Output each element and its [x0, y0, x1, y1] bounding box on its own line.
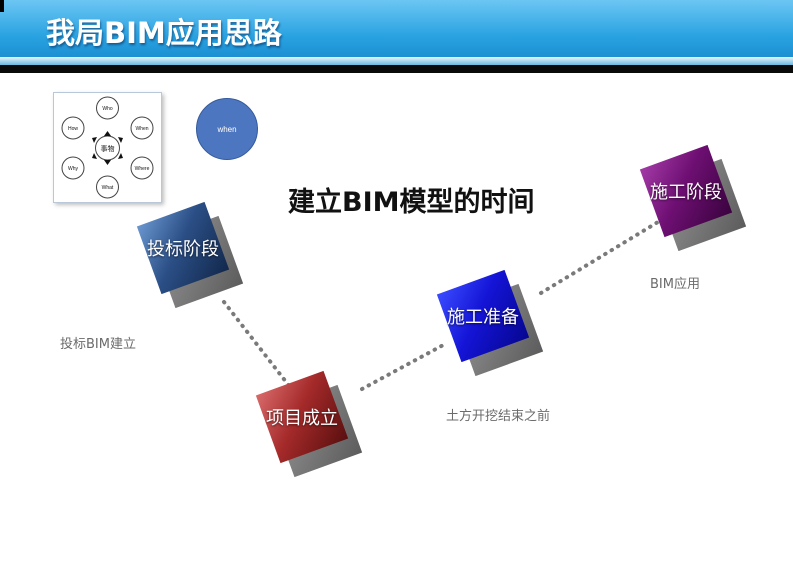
connector-1 — [222, 300, 292, 389]
corner-mark — [0, 0, 4, 12]
thumb-center: 事物 — [101, 144, 115, 153]
connector-3 — [539, 220, 660, 295]
main-heading: 建立BIM模型的时间 — [288, 187, 535, 218]
header-divider — [0, 65, 793, 73]
when-label: when — [217, 124, 237, 134]
stage-construction: 施工阶段 — [639, 144, 750, 255]
thumb-item: When — [135, 126, 148, 132]
note-bidding: 投标BIM建立 — [60, 337, 136, 352]
thumb-item: Who — [102, 106, 113, 112]
stage-label: 施工准备 — [447, 307, 519, 328]
stage-construction-prep: 施工准备 — [436, 269, 547, 380]
page-title: 我局BIM应用思路 — [46, 16, 282, 50]
thumb-item: Why — [68, 166, 79, 172]
connector-2 — [360, 341, 449, 391]
stage-project-start: 项目成立 — [255, 370, 366, 481]
stage-bidding: 投标阶段 — [136, 201, 247, 312]
5w1h-thumbnail: 事物 Who When Where What Why How — [53, 92, 162, 203]
stage-label: 项目成立 — [266, 408, 338, 429]
header-highlight — [0, 57, 793, 65]
thumb-item: Where — [135, 166, 150, 172]
stage-label: 投标阶段 — [147, 239, 219, 260]
when-circle: when — [196, 98, 258, 160]
thumb-item: What — [102, 185, 114, 191]
note-construction: BIM应用 — [650, 277, 700, 292]
thumb-item: How — [68, 126, 78, 132]
header-banner — [0, 0, 793, 65]
stage-label: 施工阶段 — [650, 182, 722, 203]
note-construction-prep: 土方开挖结束之前 — [446, 409, 551, 424]
